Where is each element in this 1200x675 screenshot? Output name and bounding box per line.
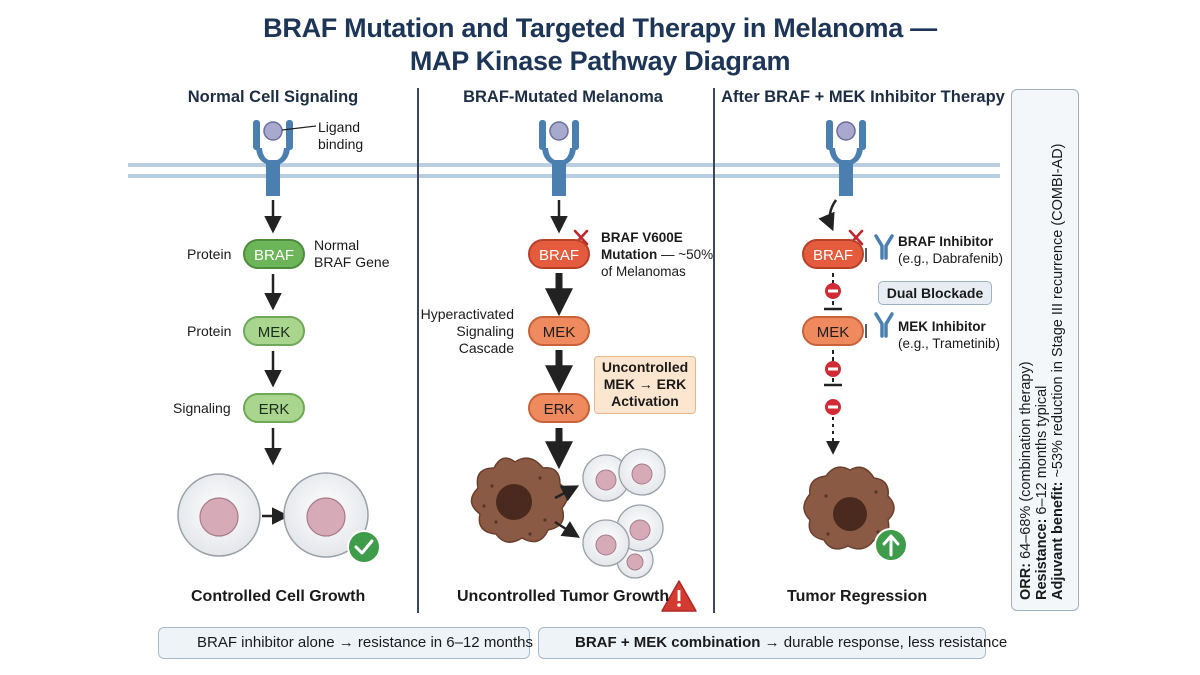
combination-label: BRAF + MEK combination	[575, 634, 761, 651]
combination-benefit-note: BRAF + MEK combination → durable respons…	[538, 627, 1007, 659]
mutation-label-bold: Mutation	[601, 247, 658, 262]
mek-inhibitor-example: (e.g., Trametinib)	[898, 336, 1001, 351]
normal-cell-icon	[177, 473, 261, 557]
proliferating-cell-icon	[618, 448, 666, 496]
mek-node-mutated: MEK	[528, 316, 590, 346]
braf-note-line-1: Normal	[314, 237, 360, 253]
stat-orr-value: 64–68% (combination therapy)	[1018, 361, 1034, 563]
tumor-cell-icon	[470, 457, 569, 543]
cascade-label-line-3: Cascade	[458, 340, 514, 356]
normal-cell-icon	[283, 472, 369, 558]
antibody-y-icon	[874, 234, 894, 260]
stat-adjuvant-value: ~53% reduction in Stage III recurrence (…	[1050, 143, 1066, 482]
receptor-icon	[826, 120, 866, 196]
ligand-label-line-2: binding	[318, 136, 364, 152]
panel-heading-mutated: BRAF-Mutated Melanoma	[463, 88, 663, 106]
uncontrolled-line-2: MEK → ERK	[603, 376, 687, 392]
block-minus-icon	[825, 283, 841, 299]
erk-prefix-label: Signaling	[173, 400, 231, 416]
dual-blockade-badge: Dual Blockade	[878, 281, 992, 305]
up-arrow-circle-icon	[874, 528, 908, 562]
stat-orr-label: ORR:	[1018, 562, 1034, 600]
mek-prefix-label: Protein	[187, 323, 232, 339]
stat-adjuvant-label: Adjuvant benefit:	[1050, 481, 1066, 600]
antibody-y-icon	[874, 312, 894, 338]
braf-node-normal: BRAF	[243, 239, 305, 269]
mutation-label-line-3: of Melanomas	[601, 264, 686, 279]
combination-benefit-text: → durable response, less resistance	[760, 634, 1008, 651]
caption-mutated: Uncontrolled Tumor Growth	[457, 588, 670, 605]
block-minus-icon	[825, 399, 841, 415]
braf-node-mutated: BRAF	[528, 239, 590, 269]
block-minus-icon	[825, 361, 841, 377]
monotherapy-warning-note: BRAF inhibitor alone → resistance in 6–1…	[158, 627, 534, 659]
erk-node-mutated: ERK	[528, 393, 590, 423]
panel-heading-therapy: After BRAF + MEK Inhibitor Therapy	[721, 88, 1005, 106]
mek-node-therapy: MEK	[802, 316, 864, 346]
braf-inhibitor-label: BRAF Inhibitor	[898, 234, 994, 249]
monotherapy-warning-text: BRAF inhibitor alone → resistance in 6–1…	[197, 634, 534, 651]
uncontrolled-line-1: Uncontrolled	[601, 359, 689, 375]
proliferating-cell-icon	[582, 519, 630, 567]
arrow-tumor-proliferation	[554, 520, 580, 538]
stat-resistance-label: Resistance:	[1034, 518, 1050, 600]
receptor-icon	[539, 120, 579, 196]
page-title-line-2: MAP Kinase Pathway Diagram	[409, 46, 791, 76]
warning-triangle-icon	[661, 580, 697, 612]
mutation-label-line-1: BRAF V600E	[601, 230, 683, 245]
stat-resistance: Resistance: 6–12 months typical	[1034, 80, 1050, 600]
braf-inhibitor-example: (e.g., Dabrafenib)	[898, 251, 1004, 266]
check-circle-icon	[347, 530, 381, 564]
mutation-label-rest: — ~50%	[657, 247, 714, 262]
arrow-tumor-proliferation	[554, 485, 580, 502]
ligand-pointer-line	[281, 125, 317, 131]
stat-adjuvant: Adjuvant benefit: ~53% reduction in Stag…	[1050, 80, 1066, 601]
braf-node-therapy: BRAF	[802, 239, 864, 269]
receptor-icon	[253, 120, 293, 196]
mek-inhibitor-label: MEK Inhibitor	[898, 319, 986, 334]
panel-divider-1	[417, 88, 419, 613]
panel-divider-2	[713, 88, 715, 613]
erk-node-normal: ERK	[243, 393, 305, 423]
braf-note-line-2: BRAF Gene	[314, 254, 390, 270]
mutation-label-line-2: Mutation — ~50%	[601, 246, 713, 263]
page-title-line-1: BRAF Mutation and Targeted Therapy in Me…	[263, 13, 937, 43]
stat-orr: ORR: 64–68% (combination therapy)	[1018, 80, 1034, 600]
stats-sidebar-text: ORR: 64–68% (combination therapy) Resist…	[1018, 80, 1066, 601]
mek-node-normal: MEK	[243, 316, 305, 346]
proliferating-cell-icon	[582, 454, 630, 502]
uncontrolled-line-3: Activation	[611, 393, 679, 409]
cascade-label-line-2: Signaling	[456, 323, 514, 339]
regressing-tumor-icon	[803, 466, 895, 550]
uncontrolled-activation-box: Uncontrolled MEK → ERK Activation	[594, 356, 696, 414]
stats-sidebar	[1011, 89, 1079, 611]
arrow-receptor-to-braf	[818, 199, 838, 232]
ligand-label-line-1: Ligand	[318, 119, 361, 135]
caption-normal: Controlled Cell Growth	[191, 588, 366, 605]
caption-therapy: Tumor Regression	[787, 588, 928, 605]
panel-heading-normal: Normal Cell Signaling	[187, 88, 359, 106]
stat-resistance-value: 6–12 months typical	[1034, 385, 1050, 519]
braf-prefix-label: Protein	[187, 246, 232, 262]
cascade-label-line-1: Hyperactivated	[420, 306, 514, 322]
